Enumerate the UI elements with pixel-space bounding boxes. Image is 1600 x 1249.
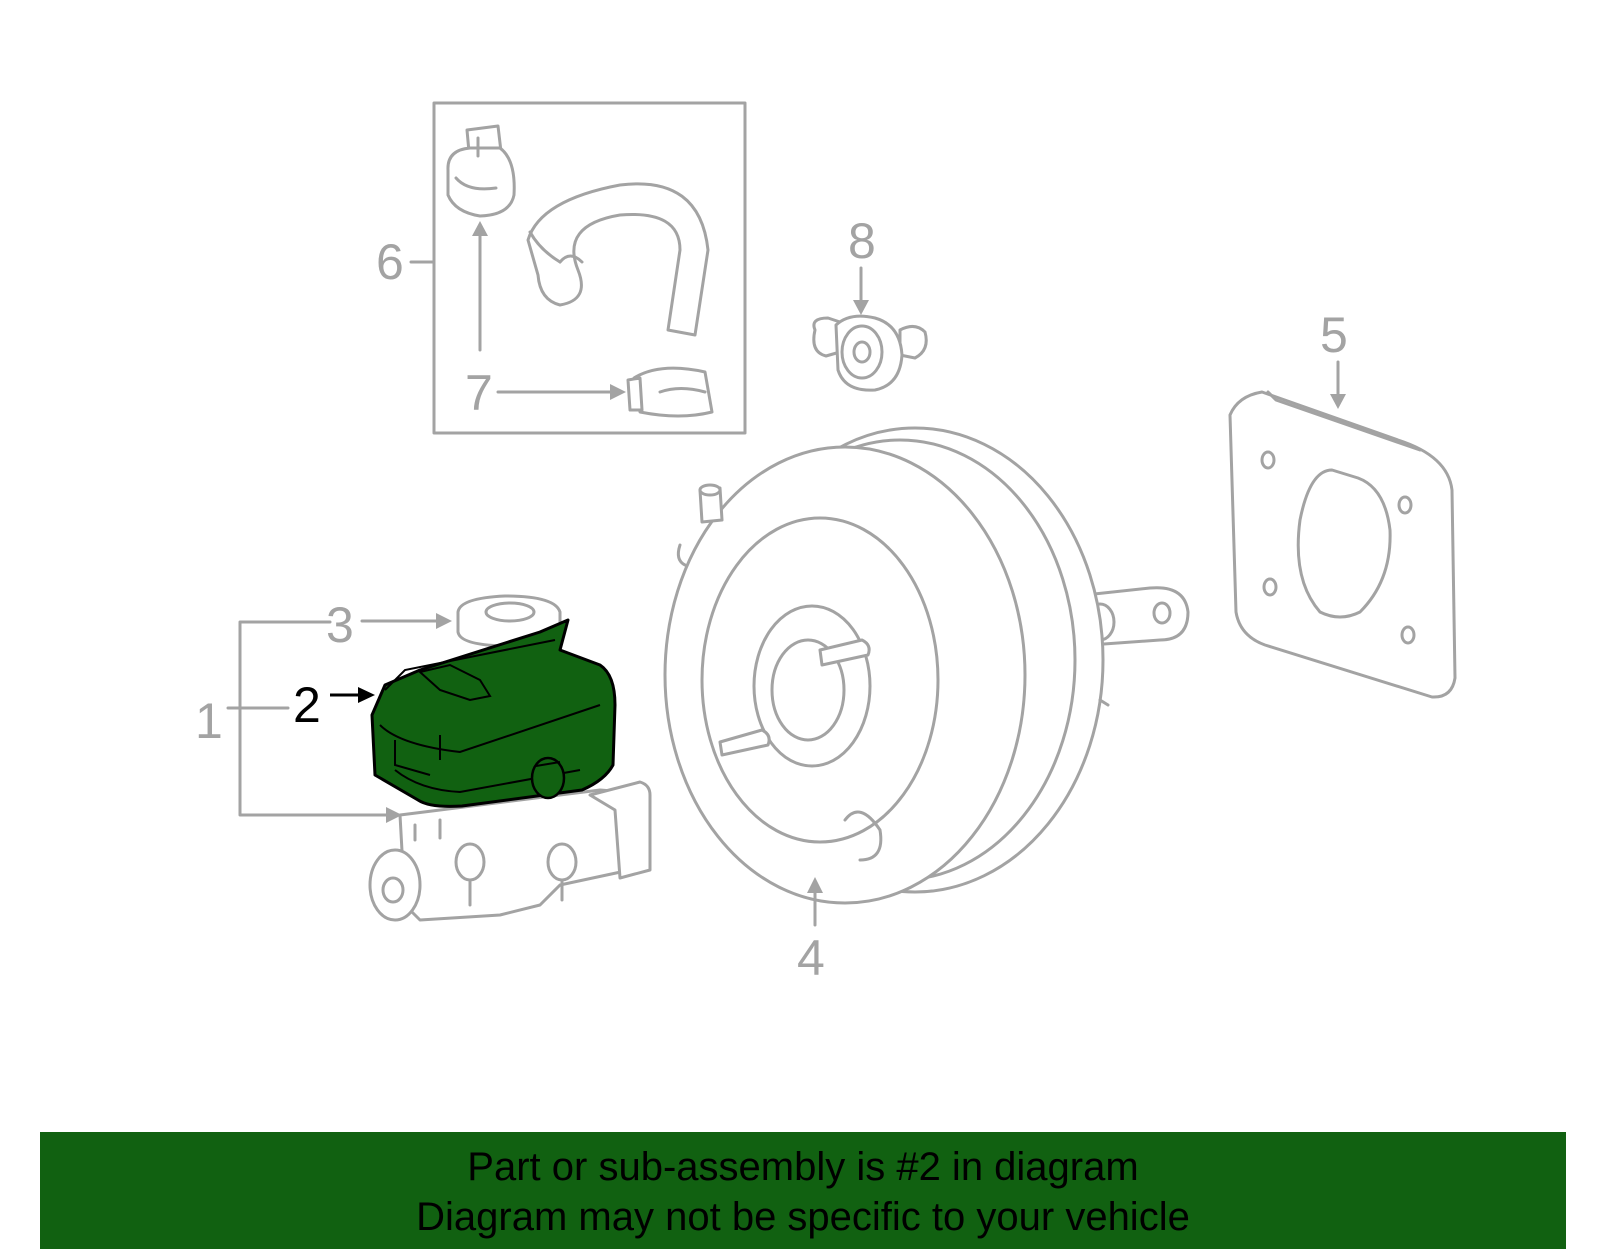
hose-kit-box <box>432 101 747 435</box>
callout-5: 5 <box>1320 307 1348 363</box>
lower-hose-clamp[interactable] <box>626 366 714 418</box>
info-banner: Part or sub-assembly is #2 in diagram Di… <box>40 1132 1566 1249</box>
booster-gasket[interactable] <box>1228 390 1457 699</box>
master-cylinder[interactable] <box>368 780 652 922</box>
brake-fluid-reservoir[interactable] <box>370 618 617 808</box>
vacuum-hose[interactable] <box>526 182 710 337</box>
banner-line-2: Diagram may not be specific to your vehi… <box>416 1195 1190 1239</box>
banner-line-1: Part or sub-assembly is #2 in diagram <box>467 1145 1139 1189</box>
callout-3: 3 <box>326 597 354 653</box>
brake-booster[interactable] <box>663 426 1190 905</box>
callout-6: 6 <box>376 234 404 290</box>
check-valve[interactable] <box>812 314 928 392</box>
callout-1-bracket <box>226 620 392 817</box>
callout-7: 7 <box>465 365 493 421</box>
upper-hose-clamp[interactable] <box>446 124 516 218</box>
callout-4: 4 <box>797 930 825 986</box>
callout-1: 1 <box>195 693 223 749</box>
callout-8: 8 <box>848 213 876 269</box>
callout-2: 2 <box>293 677 321 733</box>
hose-kit-frame <box>432 101 747 435</box>
